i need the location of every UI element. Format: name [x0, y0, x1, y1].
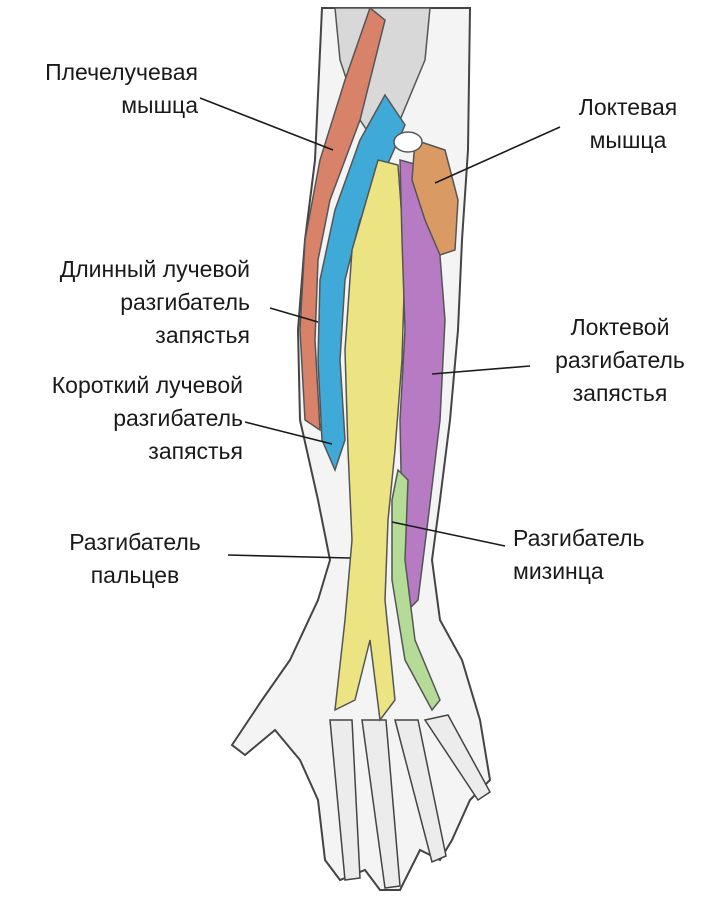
label-extensor-carpi-ulnaris: Локтевой разгибатель запястья: [535, 311, 705, 410]
extensor-digiti-minimi-muscle: [391, 468, 441, 712]
label-line: мышца: [121, 92, 198, 118]
label-brachioradialis: Плечелучевая мышца: [0, 56, 198, 122]
leader-ecrl: [269, 307, 319, 323]
leader-edm: [391, 521, 506, 547]
brachioradialis-muscle: [299, 6, 386, 432]
label-line: мизинца: [513, 558, 604, 584]
label-extensor-digiti-minimi: Разгибатель мизинца: [513, 522, 693, 588]
extensor-digitorum-muscle: [334, 159, 406, 722]
label-line: Короткий лучевой: [51, 372, 243, 398]
anconeus-muscle: [411, 138, 459, 256]
leader-brachioradialis: [199, 97, 334, 151]
leader-ed: [227, 554, 351, 559]
label-line: запястья: [148, 438, 243, 464]
label-line: Плечелучевая: [45, 59, 198, 85]
label-line: запястья: [155, 322, 250, 348]
label-line: пальцев: [90, 562, 180, 588]
leader-ecrb: [244, 421, 333, 445]
fingers: [329, 714, 491, 889]
label-line: Локтевая: [578, 94, 678, 120]
label-line: мышца: [589, 127, 667, 153]
label-line: Локтевой: [570, 314, 670, 340]
label-line: Разгибатель: [513, 525, 645, 551]
label-extensor-digitorum: Разгибатель пальцев: [40, 526, 230, 592]
label-line: разгибатель: [113, 405, 243, 431]
label-line: запястья: [572, 380, 668, 406]
label-line: Разгибатель: [69, 529, 201, 555]
label-anconeus: Локтевая мышца: [563, 91, 693, 157]
label-line: разгибатель: [555, 347, 685, 373]
label-extensor-carpi-radialis-brevis: Короткий лучевой разгибатель запястья: [0, 369, 243, 468]
label-extensor-carpi-radialis-longus: Длинный лучевой разгибатель запястья: [0, 253, 250, 352]
label-line: Длинный лучевой: [59, 256, 250, 282]
leader-anconeus: [434, 126, 561, 184]
leader-ecu: [431, 365, 531, 375]
label-line: разгибатель: [120, 289, 250, 315]
leader-lines: [199, 97, 561, 559]
olecranon: [393, 131, 423, 153]
